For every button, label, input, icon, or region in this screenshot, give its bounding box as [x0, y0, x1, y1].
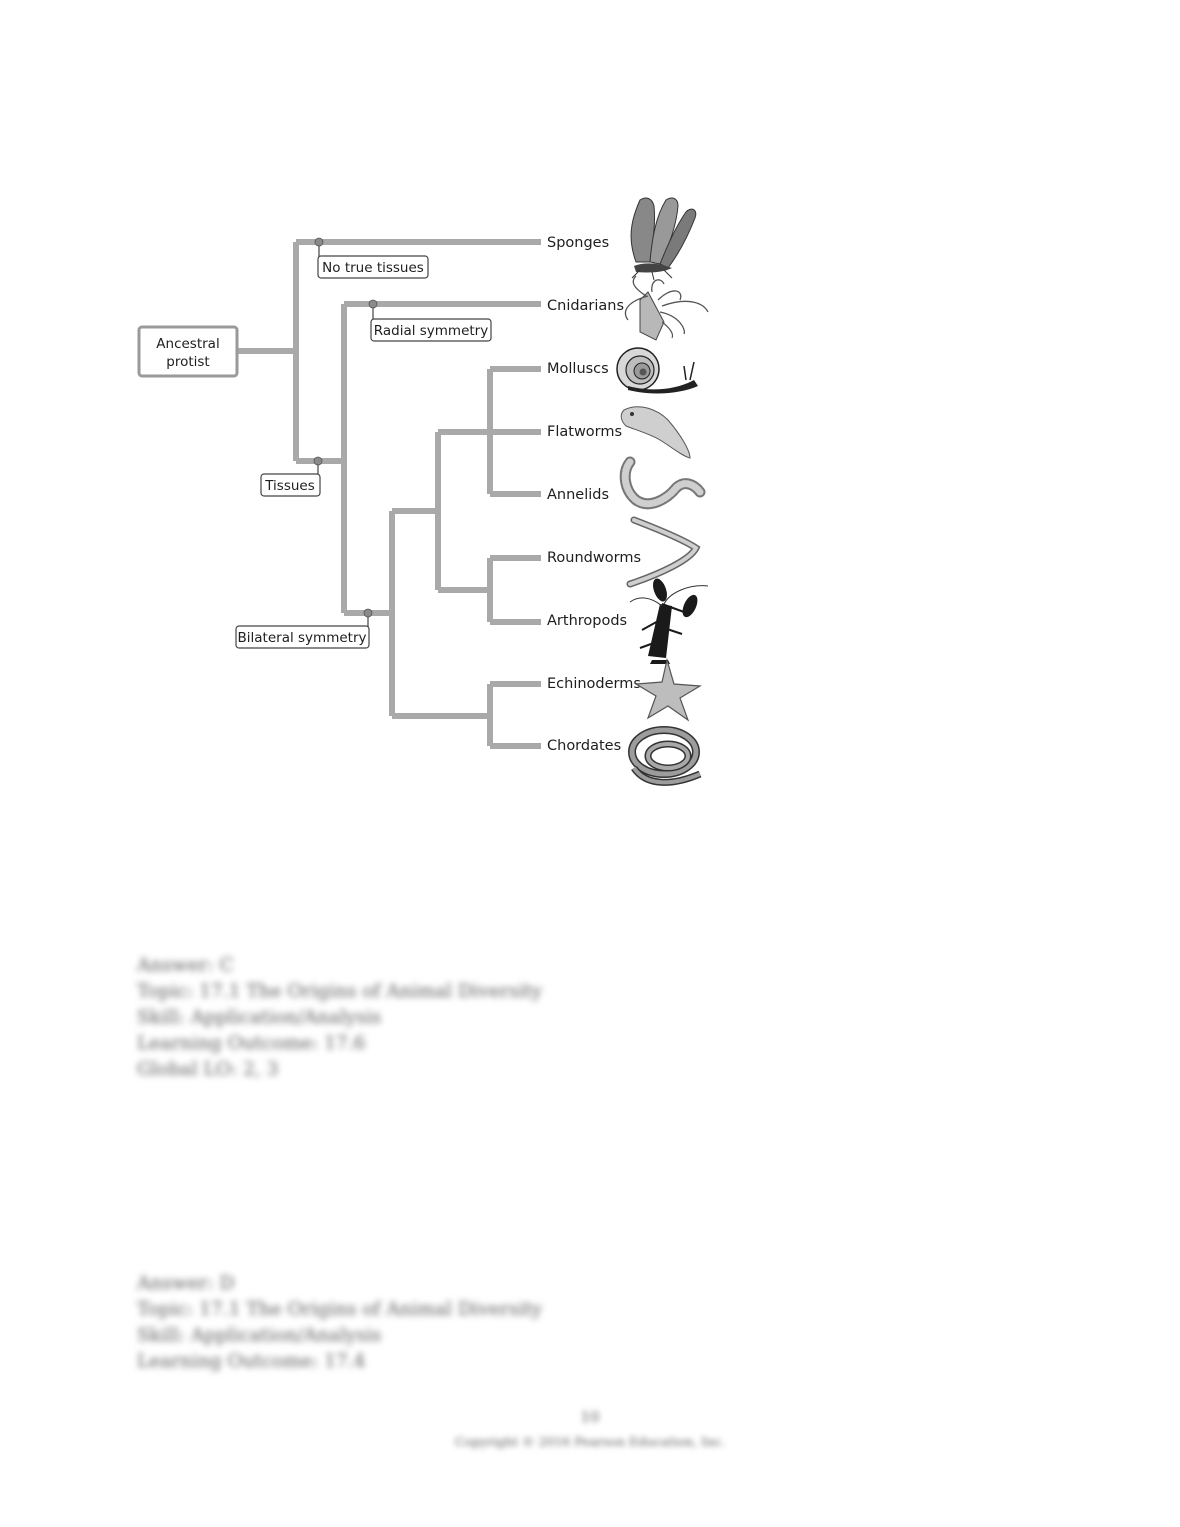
flatworm-icon	[620, 406, 691, 459]
taxon-label-molluscs: Molluscs	[547, 361, 609, 377]
phylogenetic-tree: Ancestral protist No true tissues Radial…	[137, 197, 709, 786]
taxon-labels: Sponges Cnidarians Molluscs Flatworms An…	[547, 235, 641, 754]
trait-bilateral-symmetry: Bilateral symmetry	[235, 608, 373, 649]
snake-icon	[628, 726, 702, 786]
taxon-label-annelids: Annelids	[547, 487, 609, 503]
cnidarian-icon	[624, 275, 709, 341]
answer-1-topic: Topic: 17.1 The Origins of Animal Divers…	[137, 981, 543, 1002]
copyright-notice: Copyright © 2016 Pearson Education, Inc.	[454, 1434, 726, 1449]
answer-2-learning-outcome: Learning Outcome: 17.4	[137, 1351, 366, 1372]
taxon-label-arthropods: Arthropods	[547, 613, 627, 629]
annelid-icon	[619, 456, 706, 510]
tree-branches	[237, 239, 541, 749]
page-number: 10	[580, 1408, 600, 1426]
answer-1-answer: Answer: C	[137, 955, 234, 976]
answer-2-topic: Topic: 17.1 The Origins of Animal Divers…	[137, 1299, 543, 1320]
taxon-label-sponges: Sponges	[547, 235, 609, 251]
answer-1-skill: Skill: Application/Analysis	[137, 1007, 382, 1028]
sponge-icon	[630, 197, 697, 281]
starfish-icon	[634, 657, 702, 722]
root-label-line1: Ancestral	[156, 336, 219, 352]
answer-block-1: Answer: C Topic: 17.1 The Origins of Ani…	[137, 953, 542, 1083]
answer-1-global-lo: Global LO: 2, 3	[137, 1059, 279, 1080]
page-footer: 10 Copyright © 2016 Pearson Education, I…	[0, 1408, 1180, 1449]
taxon-label-flatworms: Flatworms	[547, 424, 622, 440]
taxon-label-echinoderms: Echinoderms	[547, 676, 641, 692]
trait-radial-symmetry: Radial symmetry	[368, 299, 492, 342]
trait-label-no-true-tissues: No true tissues	[322, 260, 424, 276]
answer-1-learning-outcome: Learning Outcome: 17.6	[137, 1033, 366, 1054]
answer-2-answer: Answer: D	[137, 1273, 235, 1294]
answer-2-skill: Skill: Application/Analysis	[137, 1325, 382, 1346]
snail-icon	[616, 347, 698, 394]
answer-block-2: Answer: D Topic: 17.1 The Origins of Ani…	[137, 1271, 542, 1375]
taxon-label-cnidarians: Cnidarians	[547, 298, 624, 314]
trait-label-radial-symmetry: Radial symmetry	[374, 323, 488, 339]
trait-tissues: Tissues	[260, 456, 323, 497]
ancestral-protist-node: Ancestral protist	[137, 325, 239, 378]
taxon-label-roundworms: Roundworms	[547, 550, 641, 566]
trait-no-true-tissues: No true tissues	[314, 237, 429, 279]
trait-label-bilateral-symmetry: Bilateral symmetry	[238, 630, 367, 646]
lobster-icon	[629, 578, 709, 664]
taxon-label-chordates: Chordates	[547, 738, 621, 754]
root-label-line2: protist	[166, 354, 209, 370]
trait-label-tissues: Tissues	[264, 478, 315, 494]
roundworm-icon	[626, 516, 701, 588]
